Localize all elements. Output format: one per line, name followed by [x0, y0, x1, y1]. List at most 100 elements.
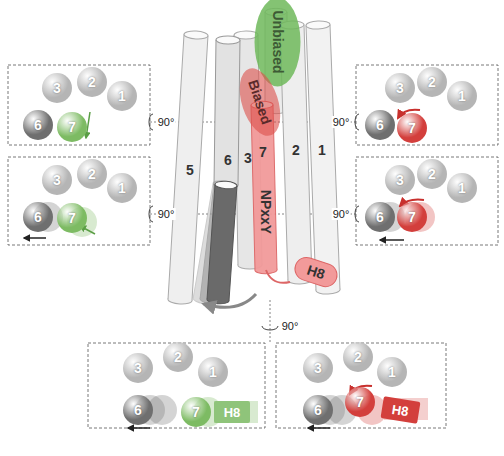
inset-box [8, 157, 150, 245]
helix-circle: 1 [377, 357, 407, 387]
node-text: 3 [314, 360, 322, 376]
node-text: 2 [88, 74, 96, 90]
node-text: 7 [192, 404, 200, 420]
helix-circle: 1 [447, 81, 477, 111]
node-text: 3 [396, 80, 404, 96]
helix-circle: 3 [123, 353, 153, 383]
node-text: 1 [209, 364, 217, 380]
helix-circle: 6 [303, 395, 333, 425]
node-text: 1 [388, 364, 396, 380]
inset-box [356, 65, 498, 145]
node-text: 3 [396, 172, 404, 188]
helix-circle: 2 [343, 342, 373, 372]
inset-box [88, 343, 265, 428]
helix-circle: 1 [107, 81, 137, 111]
helix-circle: 2 [77, 159, 107, 189]
node-text: 6 [376, 209, 384, 225]
helix-label: 3 [243, 150, 253, 166]
helix-circle: 7 [345, 387, 375, 417]
rotation-arrow [204, 294, 256, 307]
helix-cylinder [214, 36, 240, 189]
helix-circle: 7 [181, 397, 211, 427]
node-text: 2 [354, 349, 362, 365]
helix-circle: 7 [57, 203, 87, 233]
node-text: H8 [391, 401, 410, 418]
movement-arrow [24, 237, 46, 239]
node-text: 1 [458, 180, 466, 196]
helix-circle: 6 [123, 395, 153, 425]
rotation-icon [149, 114, 153, 130]
guide-line [270, 300, 271, 343]
helix-label: 6 [223, 152, 233, 168]
node-text: H8 [305, 262, 327, 283]
node-text: 3 [53, 80, 61, 96]
helix-circle: 3 [303, 353, 333, 383]
node-text: 6 [134, 402, 142, 418]
helix-circle: 1 [107, 173, 137, 203]
helix-circle: 2 [417, 67, 447, 97]
inset-box [276, 343, 446, 428]
rotation-icon [262, 326, 278, 330]
node-text: 7 [68, 119, 76, 135]
rotation-label: 90° [281, 320, 300, 332]
helix-circle: 3 [385, 165, 415, 195]
movement-arrow [308, 427, 330, 429]
node-text: 1 [458, 88, 466, 104]
node-text: 6 [376, 117, 384, 133]
node-text: 7 [68, 210, 76, 226]
movement-arrow [128, 427, 150, 429]
node-text: 7 [408, 120, 416, 136]
helix-circle: 7 [397, 202, 427, 232]
rotation-label: 90° [157, 116, 176, 128]
movement-arrow [380, 239, 404, 241]
node-text: 2 [428, 166, 436, 182]
helix-cylinder [200, 180, 237, 305]
helix-circle: 3 [42, 165, 72, 195]
helix-bar: H8 [214, 401, 251, 423]
helix-label: NPxxY [258, 189, 274, 235]
helix-circle: 2 [417, 159, 447, 189]
node-text: 1 [118, 88, 126, 104]
inset-box [8, 65, 150, 145]
helix-circle: 2 [163, 342, 193, 372]
helix-circle: 1 [447, 173, 477, 203]
helix-circle: 7 [397, 113, 427, 143]
rotation-label: 90° [332, 208, 351, 220]
node-text: 3 [53, 172, 61, 188]
helix-label: 7 [258, 144, 268, 160]
helix-circle: 1 [198, 357, 228, 387]
rotation-label: 90° [157, 208, 176, 220]
node-text: 6 [34, 209, 42, 225]
helix-cylinder [168, 30, 208, 304]
helix-cylinder [306, 21, 340, 295]
rotation-icon [149, 206, 153, 222]
helix-circle: 6 [23, 110, 53, 140]
helix-circle: 3 [42, 73, 72, 103]
node-text: Unbiased [270, 10, 286, 73]
helix-circle: 6 [365, 202, 395, 232]
node-text: Biased [245, 78, 274, 127]
helix-label: 2 [291, 142, 301, 158]
ghost-helix [214, 401, 258, 423]
helix-cylinder [207, 181, 237, 305]
node-text: 7 [408, 209, 416, 225]
inset-box [356, 157, 498, 245]
node-text: 6 [314, 402, 322, 418]
node-text: 2 [428, 74, 436, 90]
linker [266, 270, 290, 283]
helix-label: 1 [317, 142, 327, 158]
rotation-icon [355, 206, 359, 222]
node-text: 1 [118, 180, 126, 196]
rotation-icon [355, 114, 359, 130]
node-text: 3 [134, 360, 142, 376]
node-text: 7 [356, 394, 364, 410]
helix-circle: 2 [77, 67, 107, 97]
helix-circle: 6 [365, 110, 395, 140]
helix-circle: 3 [385, 73, 415, 103]
helix-circle: 7 [57, 112, 87, 142]
node-text: 2 [88, 166, 96, 182]
helix-label: 5 [185, 162, 195, 178]
rotation-label: 90° [332, 116, 351, 128]
helix-circle: 6 [23, 202, 53, 232]
node-text: H8 [224, 405, 241, 420]
